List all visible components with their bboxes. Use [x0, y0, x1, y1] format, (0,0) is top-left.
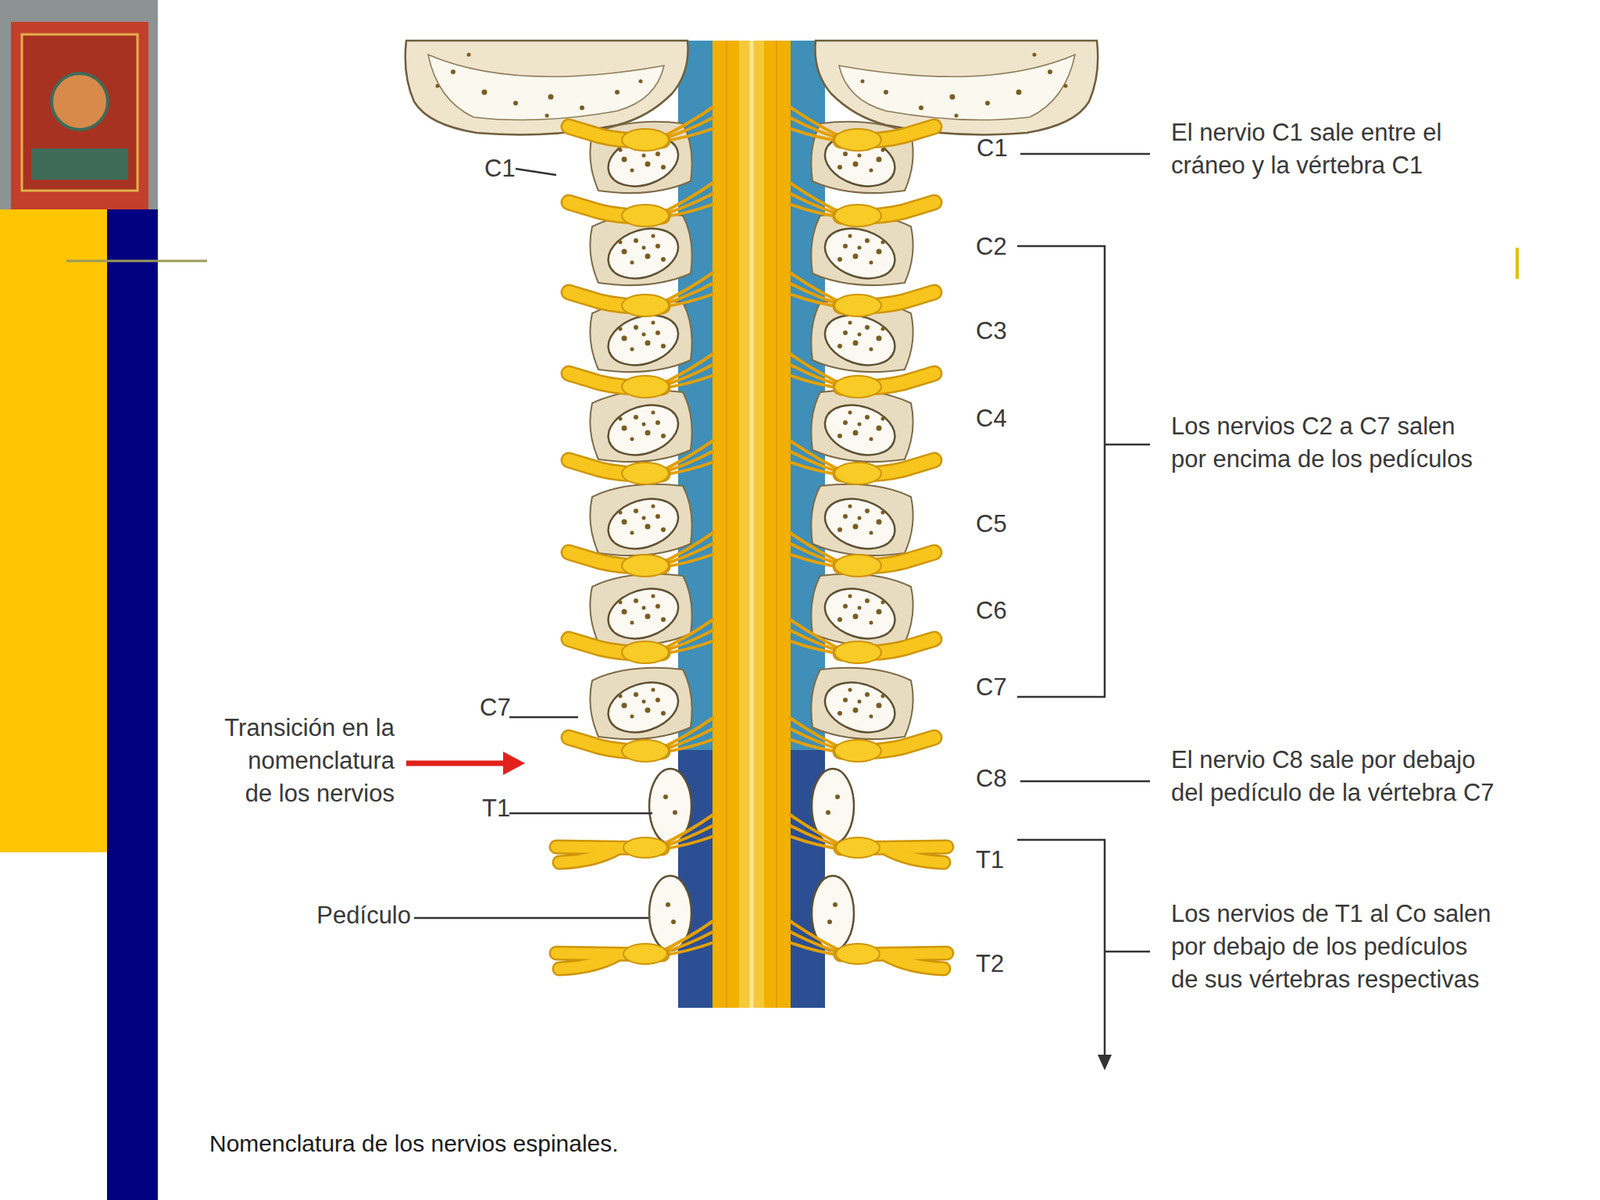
accent-line [66, 260, 208, 263]
nerve-c1 [568, 106, 715, 151]
bone-speckle [665, 902, 671, 908]
bracket-arrowhead [1097, 1054, 1112, 1071]
bracket-tick [1104, 950, 1150, 954]
description-text: El nervio C8 sale por debajo del pedícul… [1171, 743, 1504, 810]
nerve-c1 [789, 106, 935, 151]
mural-face [51, 73, 108, 130]
vertebra-c5 [810, 484, 913, 558]
nerve-label: C1 [976, 133, 1008, 163]
occipital-bone [814, 40, 1098, 135]
nerve-t1 [556, 814, 715, 863]
mural-panel [21, 34, 138, 191]
vertebra-c4 [589, 390, 692, 464]
bone-speckle [832, 902, 838, 908]
leader-line [1020, 153, 1150, 156]
transition-note: Transición en la nomenclatura de los ner… [218, 711, 395, 811]
accent-tick [1515, 247, 1519, 279]
nerve-c8 [789, 717, 935, 762]
nerve-label: C3 [975, 316, 1008, 346]
bracket [1017, 839, 1105, 1057]
nerve-label: C5 [975, 509, 1008, 539]
vertebra-c7 [589, 667, 692, 741]
vertebra-label: T1 [482, 793, 511, 823]
nerve-c7 [568, 618, 715, 664]
bone-speckle [827, 919, 833, 925]
mirrored-side [814, 40, 1098, 135]
leader-line [1020, 780, 1150, 783]
yellow-band [0, 209, 108, 853]
vertebra-label: C7 [479, 692, 511, 722]
leader-line [509, 812, 653, 815]
description-text: El nervio C1 sale entre el cráneo y la v… [1171, 116, 1500, 183]
nerve-label: C6 [975, 596, 1008, 625]
nerve-c2 [789, 182, 935, 227]
nerve-c6 [568, 532, 715, 577]
nerve-t2 [556, 920, 715, 969]
mural-detail [31, 148, 129, 180]
red-arrow-shaft [406, 760, 508, 767]
nerve-c8 [568, 717, 715, 762]
median-line [750, 40, 754, 1008]
nerve-c4 [568, 353, 715, 398]
nerve-label: C4 [975, 403, 1008, 433]
cord-line [775, 40, 778, 1008]
nerve-c5 [568, 439, 715, 485]
cord-line [725, 40, 728, 1008]
leader-line [414, 917, 649, 920]
vertebra-c6 [589, 574, 692, 647]
nerve-c3 [568, 271, 715, 317]
nerve-c5 [789, 439, 935, 485]
bracket [1017, 246, 1105, 697]
vertebra-c6 [810, 574, 913, 647]
nerve-t1 [789, 814, 947, 863]
vertebra-c7 [810, 667, 913, 741]
nerve-c7 [789, 618, 935, 664]
nerve-label: T1 [975, 845, 1004, 875]
cord-center [739, 40, 765, 1008]
vertebra-c4 [810, 390, 913, 464]
description-text: Los nervios de T1 al Co salen por debajo… [1171, 897, 1497, 997]
nerve-t2 [789, 920, 947, 969]
leader-line [515, 168, 557, 175]
description-text: Los nervios C2 a C7 salen por encima de … [1171, 410, 1484, 476]
nerve-label: T2 [975, 949, 1004, 979]
left-side [556, 106, 715, 969]
bone-speckle [671, 919, 676, 925]
vertebra-label: C1 [484, 153, 516, 183]
occipital-bone [405, 40, 689, 135]
bone-speckle [663, 794, 668, 800]
bone-speckle [835, 794, 840, 800]
leader-line [509, 716, 579, 719]
bone-speckle [825, 810, 831, 815]
nerve-label: C7 [975, 672, 1008, 702]
part-label: Pedículo [316, 900, 411, 930]
nerve-c2 [568, 182, 715, 227]
nerve-label: C8 [975, 764, 1008, 793]
bracket-tick [1104, 443, 1150, 447]
mural-building [10, 21, 149, 210]
navy-band [107, 209, 158, 1200]
bone-speckle [672, 810, 678, 815]
right-side [789, 106, 947, 969]
mural-photo [0, 0, 158, 210]
figure-caption: Nomenclatura de los nervios espinales. [209, 1129, 619, 1158]
nerve-c6 [789, 532, 935, 577]
leader-lines [414, 153, 1150, 1057]
spinal-cord [712, 40, 791, 1008]
nerve-c3 [789, 271, 935, 317]
nerve-c4 [789, 353, 935, 398]
red-arrowhead [503, 751, 525, 775]
vertebra-c5 [589, 484, 692, 558]
nerve-label: C2 [975, 232, 1008, 261]
